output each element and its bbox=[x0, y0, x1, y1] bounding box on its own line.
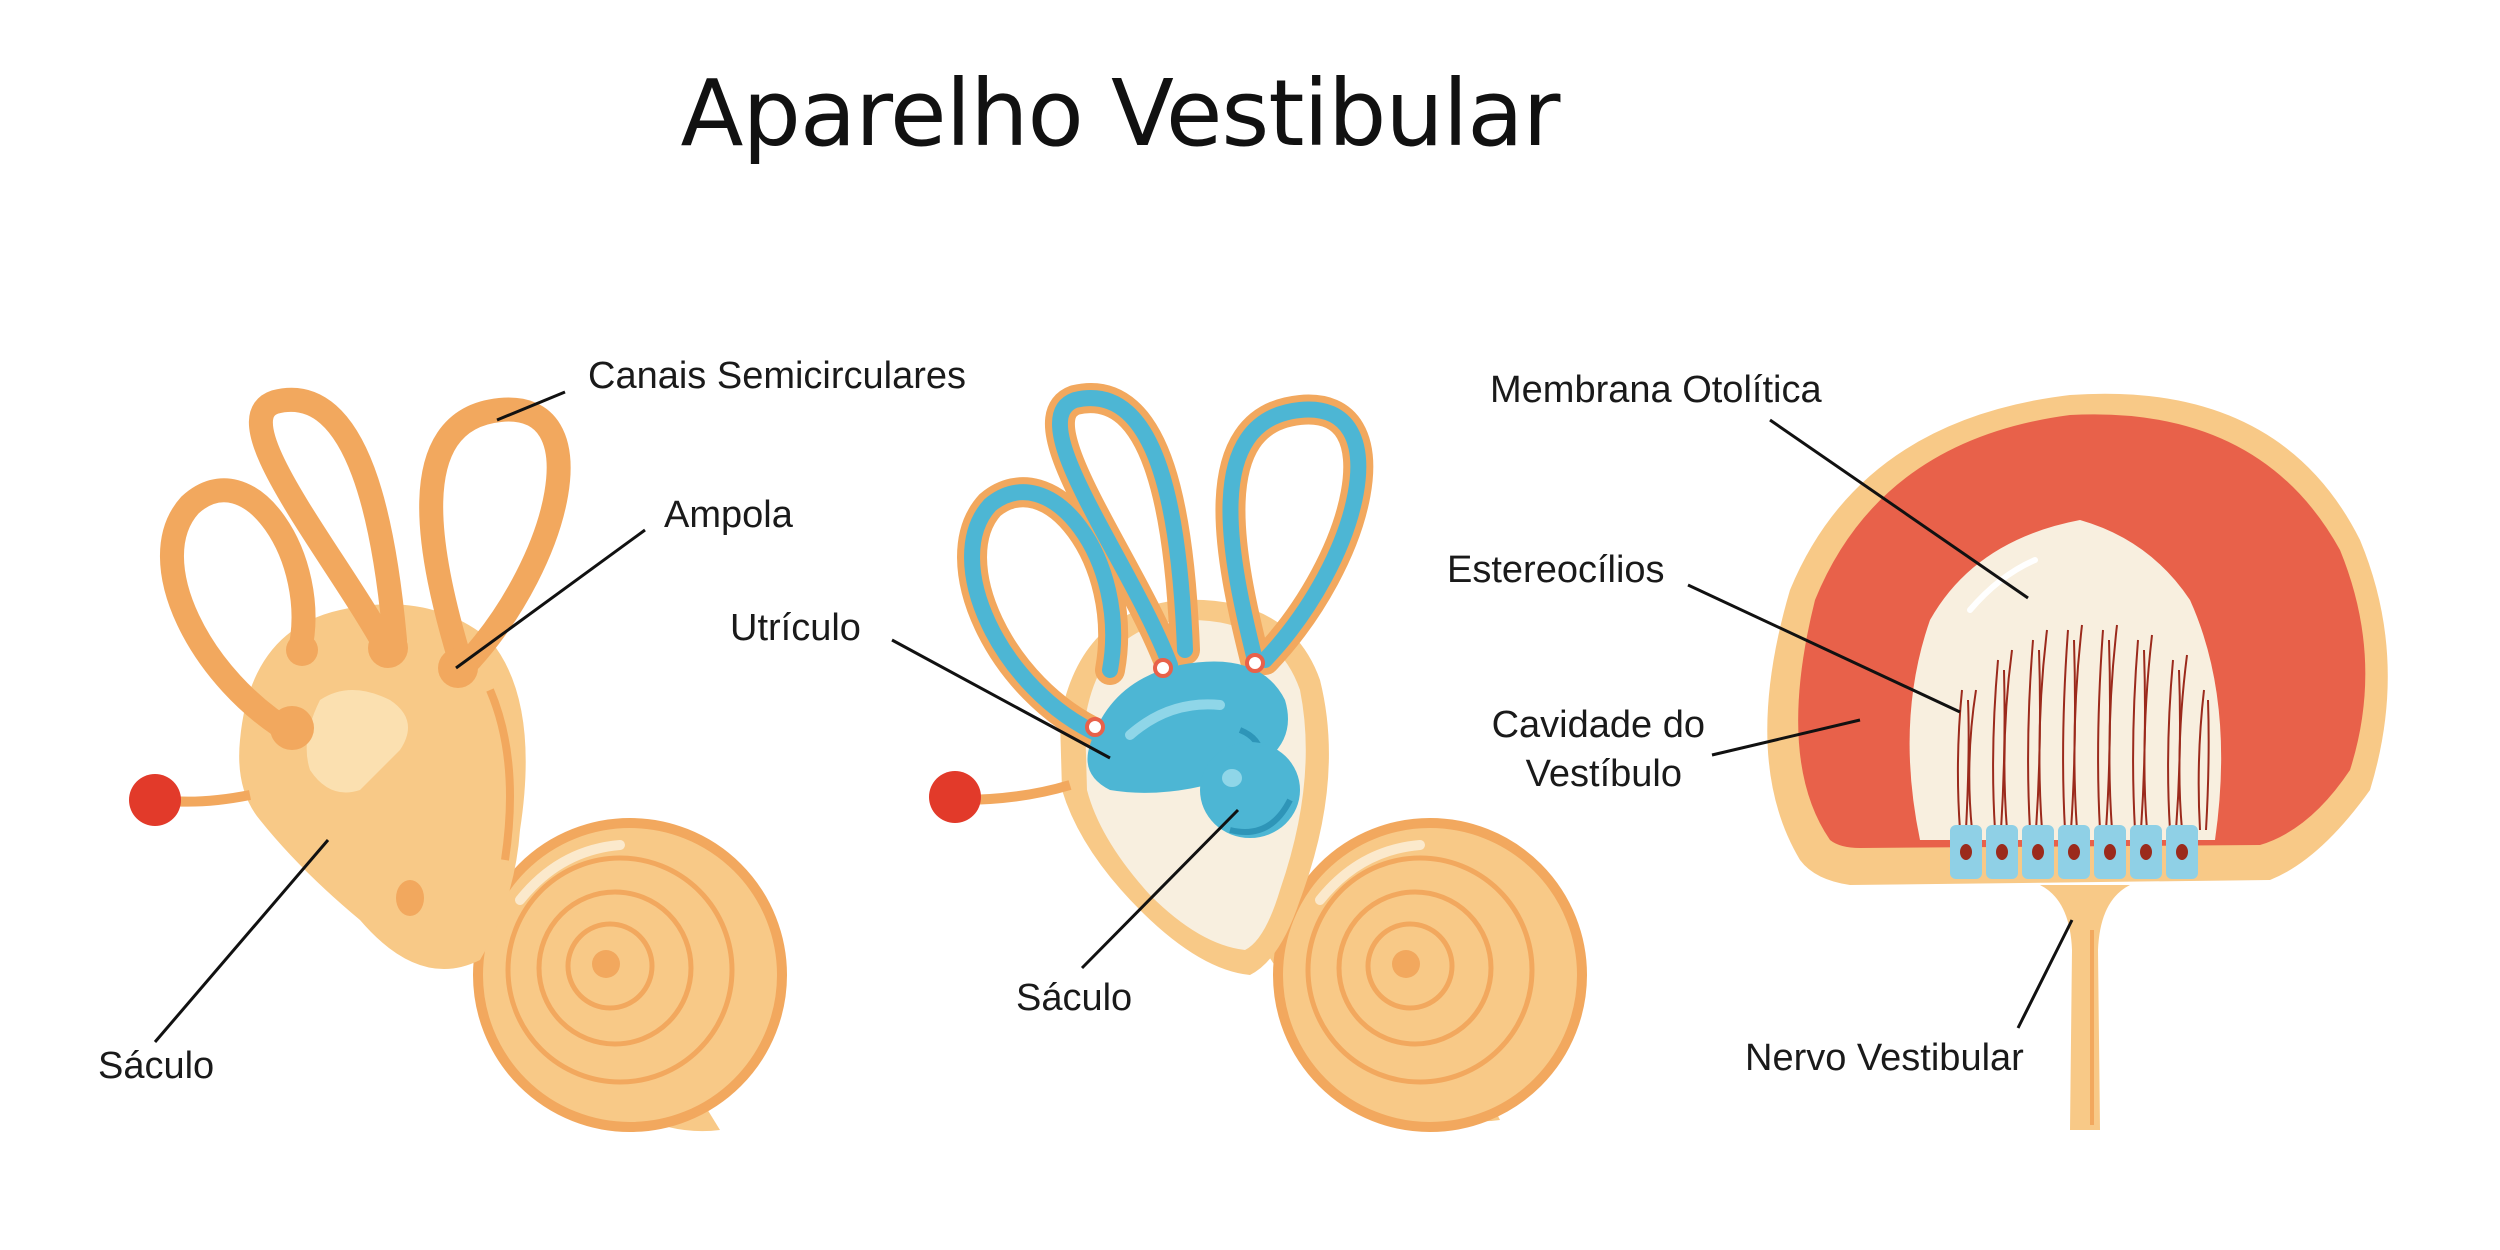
label-saculo-middle: Sáculo bbox=[1016, 977, 1132, 1019]
middle-nerve-endpoint bbox=[929, 771, 981, 823]
macula-cross-section bbox=[1767, 393, 2388, 1130]
label-canais-semicirculares: Canais Semicirculares bbox=[588, 355, 966, 397]
label-nervo-vestibular: Nervo Vestibular bbox=[1745, 1037, 2024, 1079]
hair-cells bbox=[1950, 825, 2198, 879]
left-macula-highlight bbox=[306, 690, 408, 793]
middle-canals-membranous bbox=[964, 390, 1367, 743]
label-utriculo: Utrículo bbox=[730, 607, 861, 649]
vestibular-nerve bbox=[2040, 885, 2130, 1130]
middle-saccule bbox=[1200, 742, 1300, 838]
label-membrana-otolitica: Membrana Otolítica bbox=[1490, 369, 1822, 411]
label-cavidade-line2: Vestíbulo bbox=[1526, 753, 1682, 795]
middle-inner-ear-illustration bbox=[929, 383, 1587, 1132]
label-cavidade-line1: Cavidade do bbox=[1492, 704, 1705, 746]
label-ampola: Ampola bbox=[664, 494, 794, 536]
label-estereocilios: Estereocílios bbox=[1447, 549, 1665, 591]
page-title: Aparelho Vestibular bbox=[680, 60, 1561, 167]
left-nerve-endpoint bbox=[129, 774, 181, 826]
stereocilia bbox=[1956, 624, 2210, 831]
leader-lines bbox=[153, 390, 2074, 1043]
left-semicircular-canals bbox=[160, 387, 571, 747]
left-vestibule-body bbox=[239, 604, 526, 969]
left-inner-ear-illustration bbox=[129, 387, 787, 1132]
middle-ampulla-markers bbox=[1085, 653, 1265, 737]
label-saculo-left: Sáculo bbox=[98, 1045, 214, 1087]
